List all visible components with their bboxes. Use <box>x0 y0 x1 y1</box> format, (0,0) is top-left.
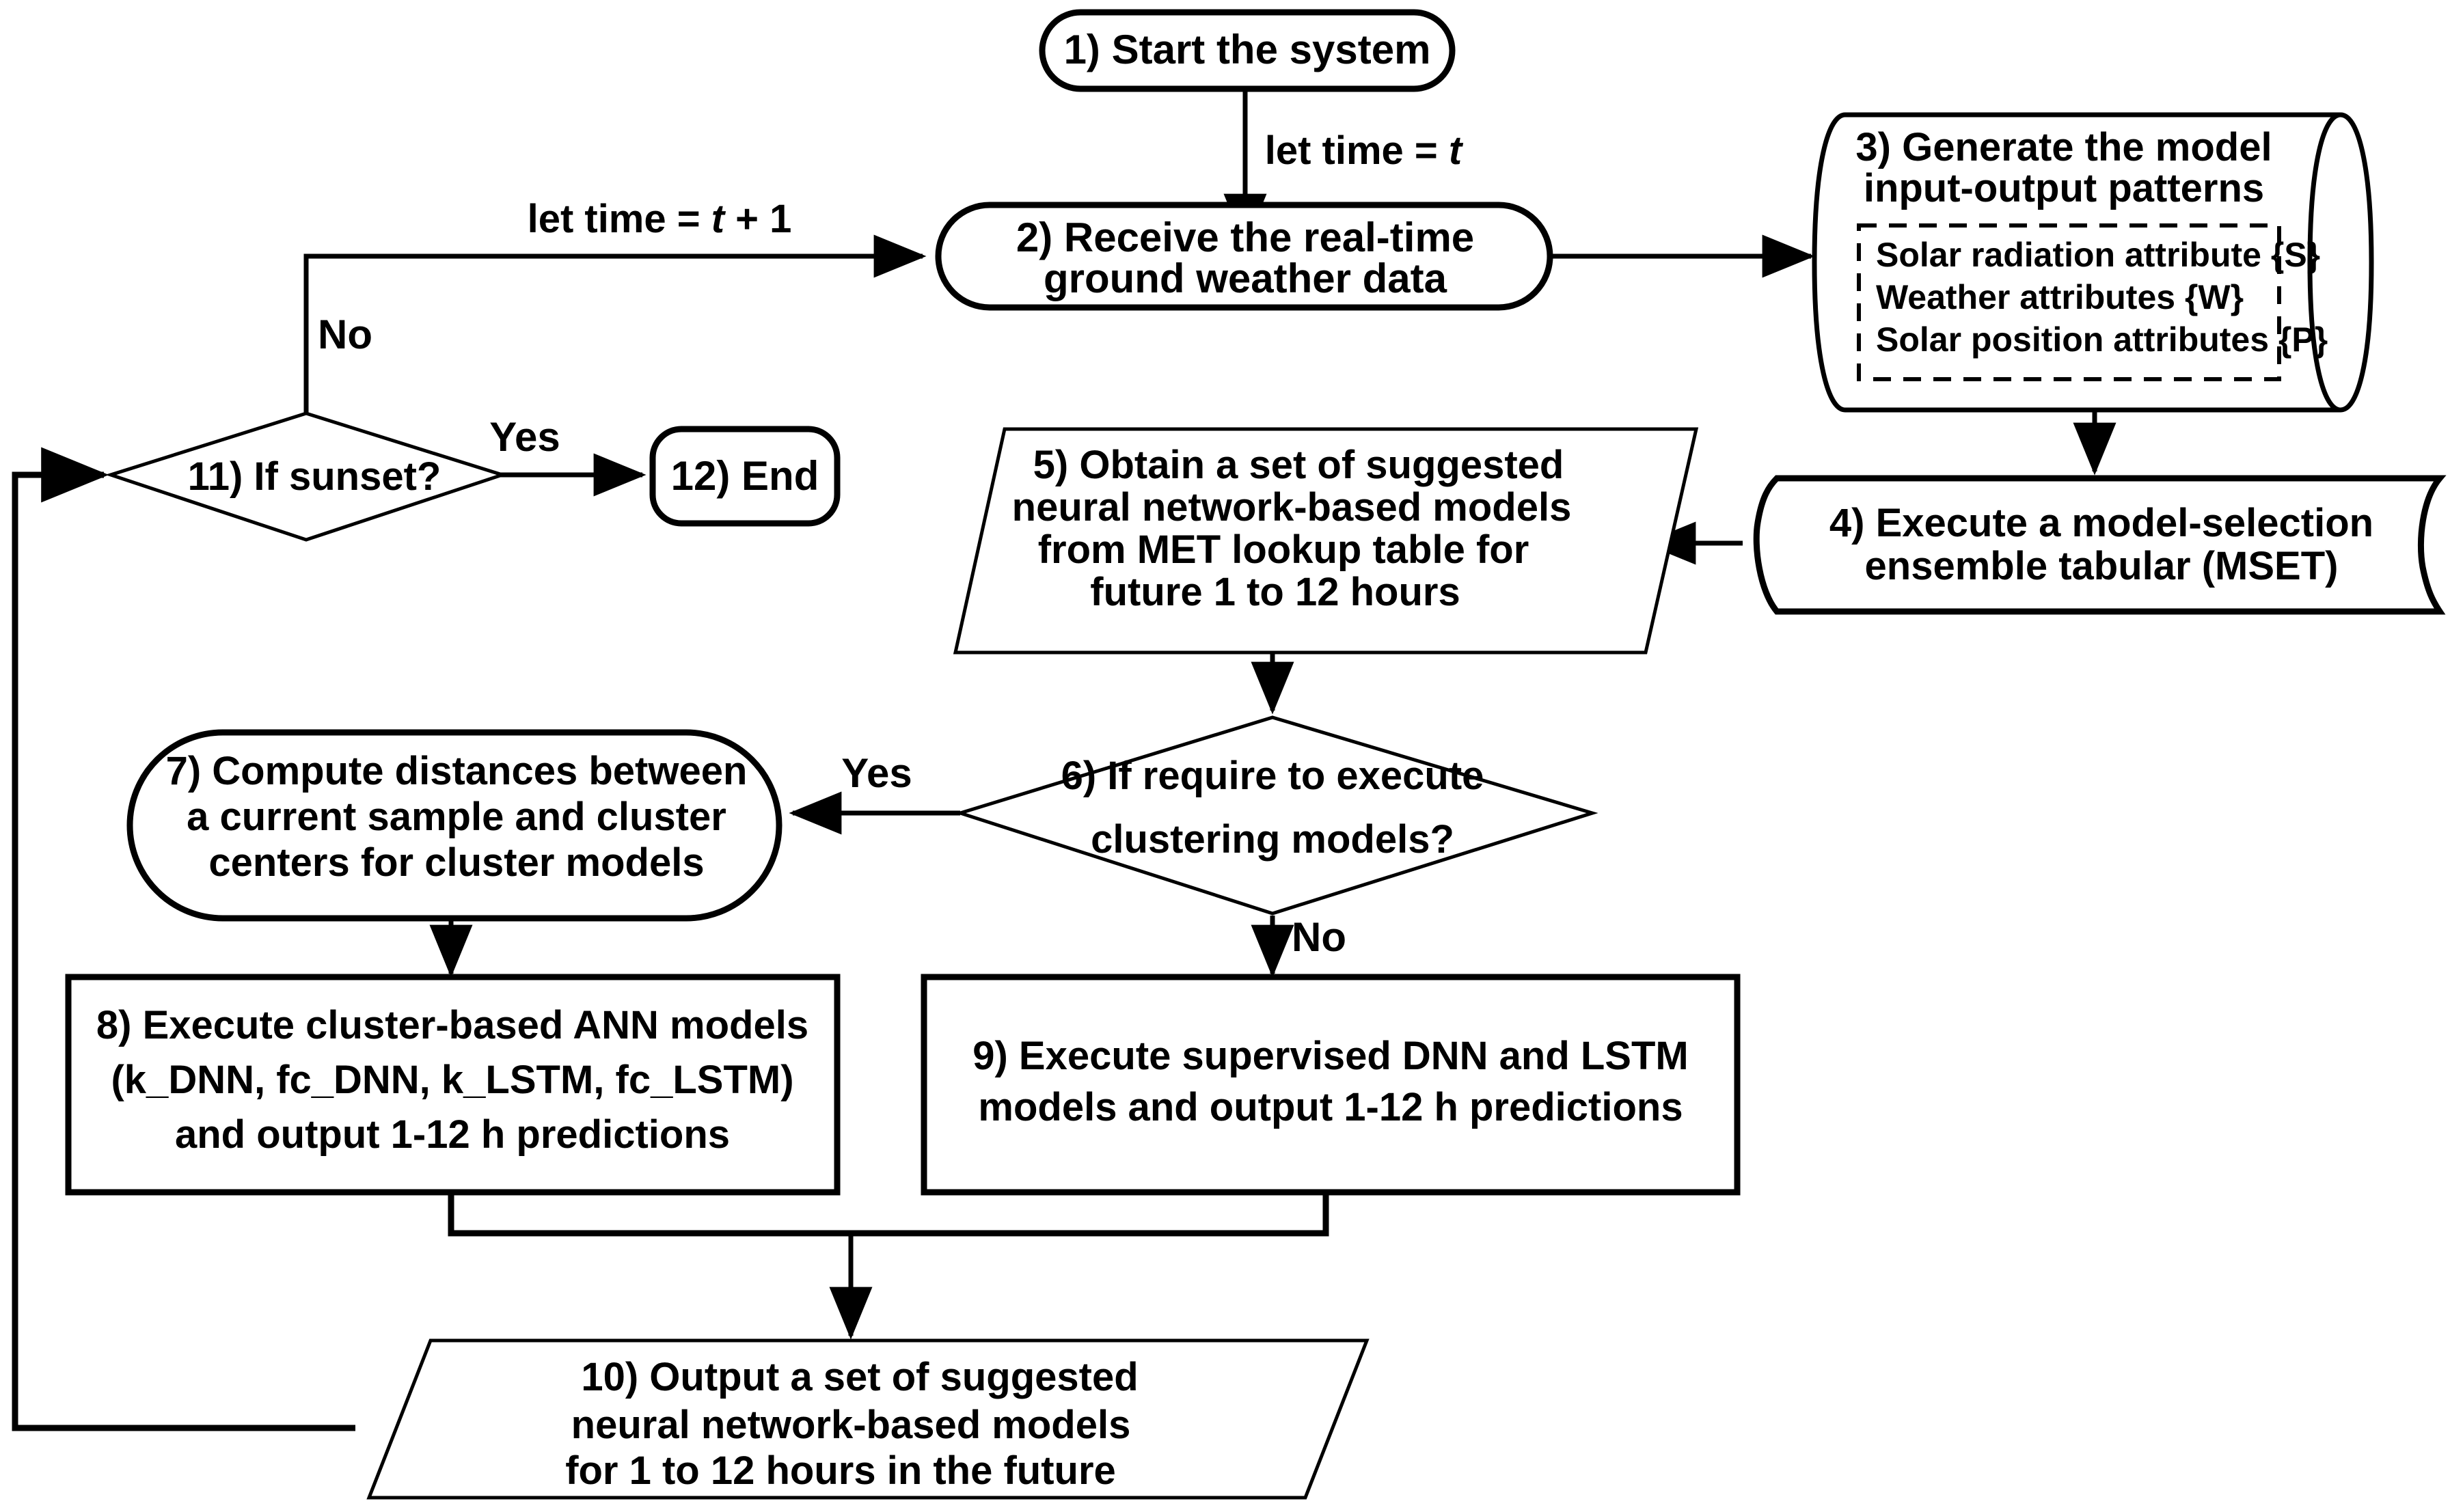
label-let-time-prefix: let time = <box>1265 128 1449 173</box>
node-end[interactable]: 12) End <box>649 426 841 527</box>
edge-label-sunset-no: No <box>318 312 372 357</box>
node10-line3: for 1 to 12 hours in the future <box>565 1448 1116 1493</box>
edge-label-sunset-yes: Yes <box>489 414 560 460</box>
node5-line1: 5) Obtain a set of suggested <box>1033 443 1564 487</box>
node-compute-distances[interactable]: 7) Compute distances between a current s… <box>126 729 782 922</box>
node5-line3: from MET lookup table for <box>1038 527 1529 572</box>
node8-line3: and output 1-12 h predictions <box>175 1112 730 1157</box>
node5-line4: future 1 to 12 hours <box>1090 570 1460 614</box>
node9-line1: 9) Execute supervised DNN and LSTM <box>972 1034 1688 1078</box>
edge-sunset-no-to-receive <box>303 234 927 415</box>
node4-line1: 4) Execute a model-selection <box>1829 501 2373 545</box>
edge-label-let-time-t-plus-1: let time = t + 1 <box>528 197 792 241</box>
node-decision-sunset[interactable]: 11) If sunset? <box>105 411 508 542</box>
node8-line2: (k_DNN, fc_DNN, k_LSTM, fc_LSTM) <box>111 1058 793 1102</box>
node-obtain-suggested-models[interactable]: 5) Obtain a set of suggested neural netw… <box>953 427 1699 655</box>
node-execute-supervised-models[interactable]: 9) Execute supervised DNN and LSTM model… <box>921 974 1741 1196</box>
node11-line1: 11) If sunset? <box>188 454 441 499</box>
node6-line2: clustering models? <box>1091 817 1454 862</box>
node3-line2: input-output patterns <box>1864 166 2264 210</box>
node6-line1: 6) If require to execute <box>1061 754 1484 798</box>
node8-line1: 8) Execute cluster-based ANN models <box>96 1003 808 1047</box>
node-receive-weather-data[interactable]: 2) Receive the real-time ground weather … <box>935 202 1553 311</box>
attributes-dashed-box <box>1857 223 2281 381</box>
edge-label-cluster-no: No <box>1292 914 1346 960</box>
node3-attr3: Solar position attributes {P} <box>1876 320 2328 359</box>
node-generate-model-patterns[interactable]: 3) Generate the model input-output patte… <box>1812 112 2374 413</box>
node7-line2: a current sample and cluster <box>187 795 726 839</box>
node-output-suggested-models[interactable]: 10) Output a set of suggested neural net… <box>366 1338 1370 1500</box>
edge-output-to-sunset-loop <box>12 447 355 1431</box>
label-loop-var: t <box>711 197 726 241</box>
node4-line2: ensemble tabular (MSET) <box>1865 544 2339 588</box>
node2-line2: ground weather data <box>1044 256 1447 301</box>
node-decision-clustering-required[interactable]: 6) If require to execute clustering mode… <box>954 715 1598 916</box>
node5-line2: neural network-based models <box>1012 485 1572 530</box>
svg-text:let time = t + 1: let time = t + 1 <box>528 197 792 241</box>
edge-merge-to-output <box>448 1192 1329 1340</box>
node1-line1: 1) Start the system <box>1064 27 1431 72</box>
node12-line1: 12) End <box>671 453 819 499</box>
node7-line3: centers for cluster models <box>208 840 704 885</box>
node9-line2: models and output 1-12 h predictions <box>978 1085 1683 1129</box>
edge-label-let-time-t: let time = t <box>1265 128 1464 173</box>
node3-attr1: Solar radiation attribute {S} <box>1876 236 2320 274</box>
svg-text:let time = t: let time = t <box>1265 128 1464 173</box>
node-execute-cluster-ann-models[interactable]: 8) Execute cluster-based ANN models (k_D… <box>65 974 841 1196</box>
label-loop-prefix: let time = <box>528 197 711 241</box>
node10-line1: 10) Output a set of suggested <box>581 1355 1138 1399</box>
label-loop-suffix: + 1 <box>724 197 791 241</box>
label-let-time-var: t <box>1449 128 1464 173</box>
node-execute-mset[interactable]: 4) Execute a model-selection ensemble ta… <box>1753 475 2447 615</box>
node7-line1: 7) Compute distances between <box>166 749 748 793</box>
node-start-the-system[interactable]: 1) Start the system <box>1039 9 1456 92</box>
node3-attr2: Weather attributes {W} <box>1876 278 2244 316</box>
node10-line2: neural network-based models <box>571 1403 1131 1447</box>
edge-label-cluster-yes: Yes <box>841 750 912 796</box>
node2-line1: 2) Receive the real-time <box>1016 215 1474 260</box>
node3-line1: 3) Generate the model <box>1855 125 2272 169</box>
